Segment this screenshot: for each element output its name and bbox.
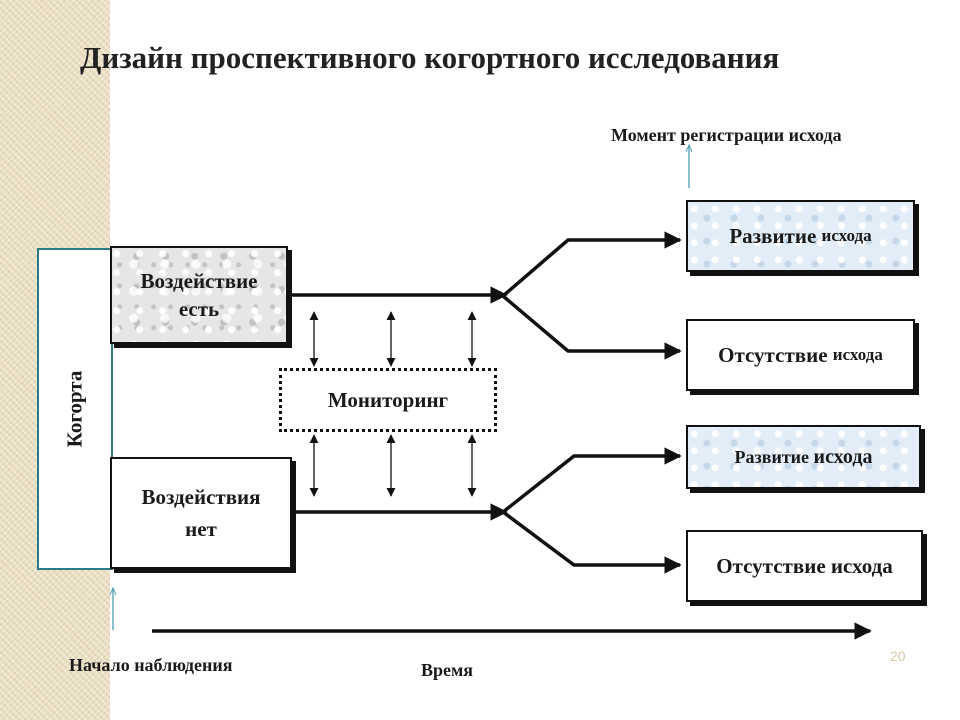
page-number: 20 [890,648,906,664]
outcome-3-main: Развитие [734,446,810,467]
exposure-no-line1: Воздействия [141,485,261,509]
top-fork-lower [501,294,682,360]
outcome-2-main: Отсутствие [718,342,828,367]
outcome-4-main: Отсутствие [716,553,826,578]
outcome-box-4: Отсутствие исхода [686,530,923,602]
bottom-fork [501,447,682,514]
outcome-box-2: Отсутствие исхода [686,319,915,391]
outcome-4-rest: исхода [830,553,893,578]
outcome-1-main: Развитие [729,223,817,248]
exposure-yes-line1: Воздействие [140,269,258,293]
outcome-box-3: Развитие исхода [686,425,921,489]
outcome-box-1: Развитие исхода [686,200,915,272]
outcome-2-rest: исхода [832,345,883,364]
exposure-no-line2: нет [185,517,217,541]
top-fork [501,231,682,298]
bottom-fork-lower [501,510,682,574]
time-label: Время [421,660,474,680]
start-observation-label: Начало наблюдения [69,655,233,675]
exposure-yes-box: Воздействие есть [110,246,288,344]
outcome-1-rest: исхода [821,226,872,245]
exposure-yes-line2: есть [178,297,220,321]
page-title: Дизайн проспективного когортного исследо… [80,40,780,75]
monitoring-label: Мониторинг [327,387,449,412]
monitoring-box: Мониторинг [279,368,497,432]
exposure-no-box: Воздействия нет [110,457,292,569]
cohort-box [37,248,113,570]
outcome-moment-label: Момент регистрации исхода [611,125,842,145]
outcome-3-rest: исхода [813,445,873,468]
